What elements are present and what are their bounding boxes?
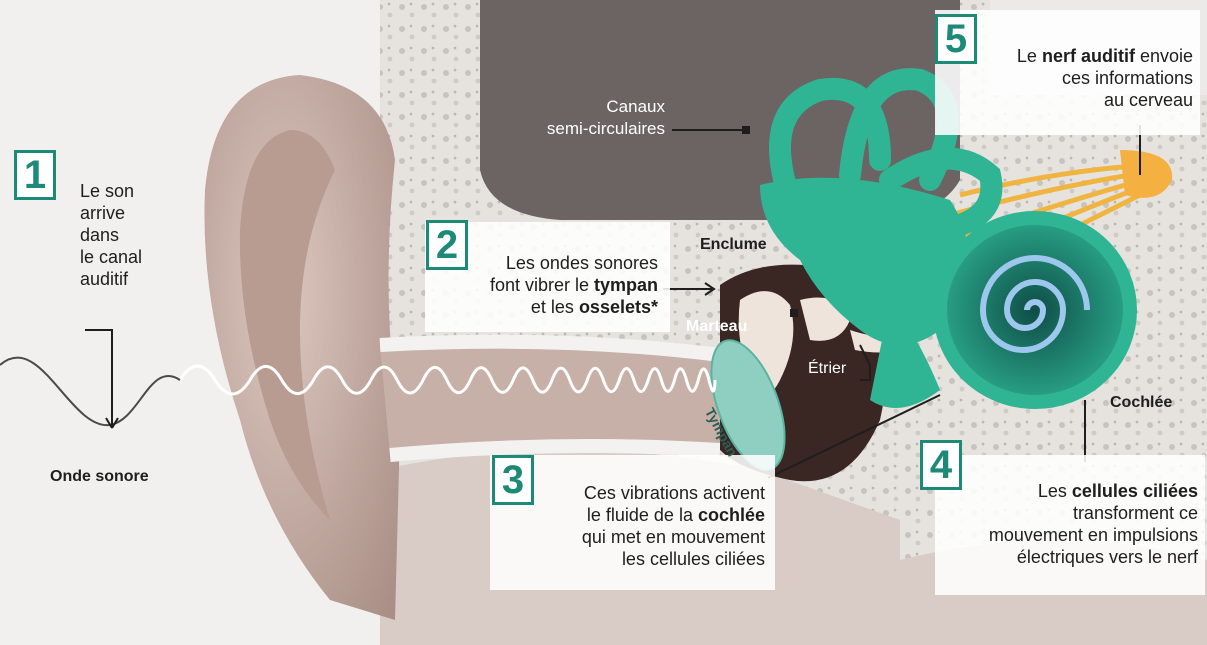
label-cochlee: Cochlée — [1110, 394, 1172, 412]
ear-canal — [380, 342, 720, 455]
label-enclume: Enclume — [700, 236, 767, 254]
step-2-text: Les ondes sonores font vibrer le tympan … — [440, 252, 658, 318]
step-1-badge: 1 — [14, 150, 56, 200]
step-4-text: Les cellules ciliées transforment ce mou… — [940, 480, 1198, 568]
step-5-badge: 5 — [935, 14, 977, 64]
step-5-text: Le nerf auditif envoie ces informations … — [975, 45, 1193, 111]
label-onde-sonore: Onde sonore — [50, 468, 149, 486]
label-etrier: Étrier — [808, 360, 846, 378]
step-1-text: Le son arrive dans le canal auditif — [80, 180, 190, 290]
cochlea — [940, 218, 1130, 402]
label-canaux: Canaux semi-circulaires — [500, 96, 665, 140]
step-3-text: Ces vibrations activent le fluide de la … — [520, 482, 765, 570]
label-marteau: Marteau — [686, 318, 747, 336]
